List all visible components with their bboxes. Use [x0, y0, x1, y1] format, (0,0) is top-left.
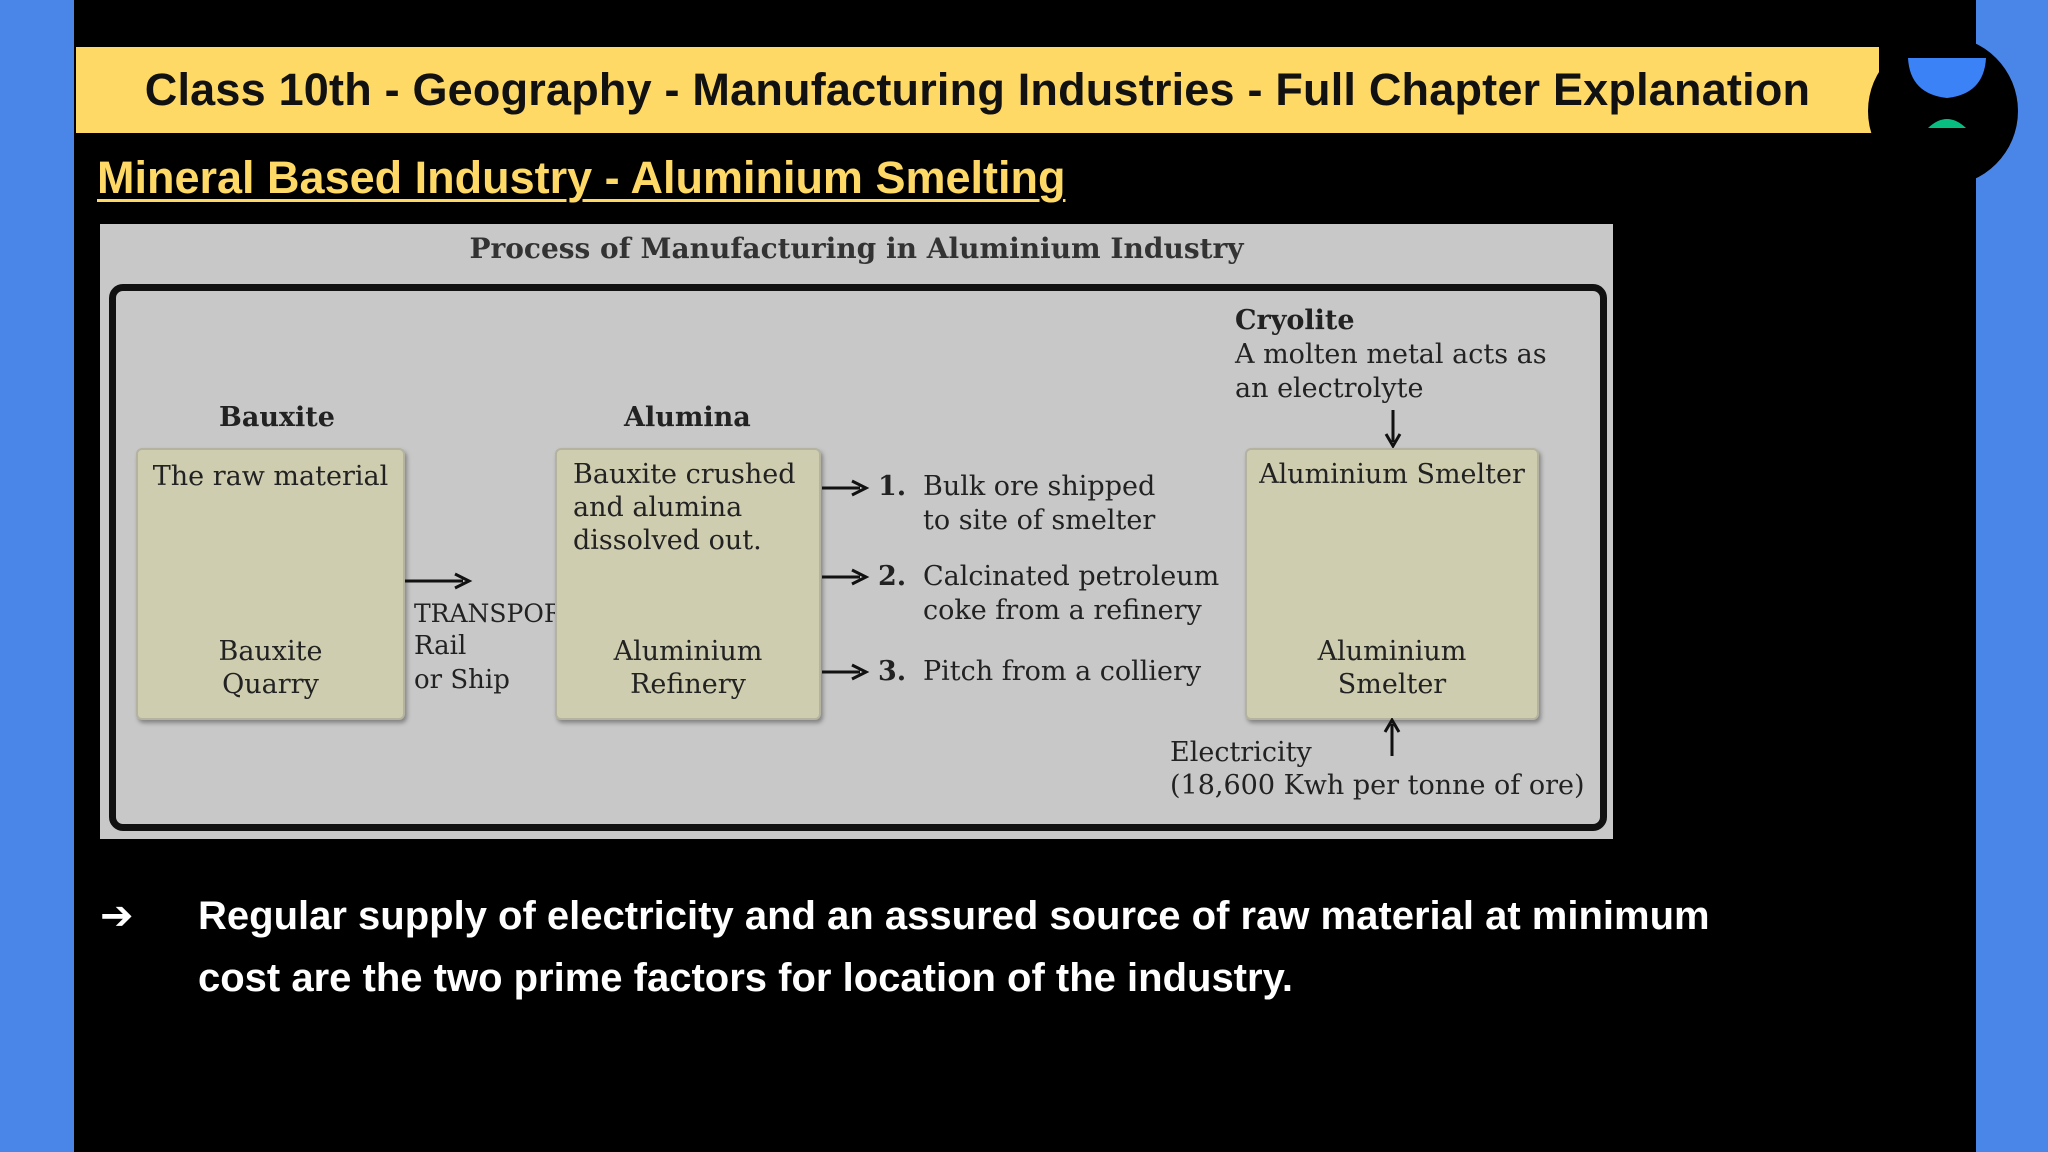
cryolite-arrow: [1384, 410, 1402, 448]
cryolite-line-1: A molten metal acts as: [1235, 339, 1547, 370]
input-2-arrow: [822, 568, 870, 586]
alumina-box-top-3: dissolved out.: [573, 525, 762, 556]
logo-icon: [1908, 58, 1986, 128]
section-title: Mineral Based Industry - Aluminium Smelt…: [97, 152, 1066, 203]
brand-logo: [1868, 36, 2018, 186]
diagram-frame: [109, 284, 1607, 831]
alumina-box-top-2: and alumina: [573, 492, 743, 523]
electricity-detail: (18,600 Kwh per tonne of ore): [1170, 770, 1585, 801]
alumina-box-top-1: Bauxite crushed: [573, 459, 796, 490]
cryolite-line-2: an electrolyte: [1235, 373, 1424, 404]
bauxite-heading: Bauxite: [219, 402, 335, 433]
input-3-arrow: [822, 663, 870, 681]
bullet-point: ➔ Regular supply of electricity and an a…: [100, 885, 1720, 1009]
bullet-text: Regular supply of electricity and an ass…: [198, 894, 1710, 1000]
diagram-title: Process of Manufacturing in Aluminium In…: [469, 232, 1244, 265]
arrow-right-icon: ➔: [100, 893, 134, 939]
header-title: Class 10th - Geography - Manufacturing I…: [144, 64, 1811, 115]
transport-rail: Rail: [414, 631, 467, 661]
aluminium-refinery-box: Bauxite crushed and alumina dissolved ou…: [555, 448, 821, 720]
input-2-line-1: Calcinated petroleum: [923, 561, 1220, 592]
alumina-heading: Alumina: [624, 402, 751, 433]
header-bar: Class 10th - Geography - Manufacturing I…: [76, 47, 1879, 133]
transport-label: TRANSPORT: [414, 599, 579, 628]
process-diagram: Process of Manufacturing in Aluminium In…: [100, 224, 1613, 839]
smelter-box-top: Aluminium Smelter: [1259, 459, 1525, 490]
input-1-line-2: to site of smelter: [923, 505, 1156, 536]
electricity-arrow: [1383, 718, 1401, 756]
bauxite-box-bottom-1: Bauxite: [218, 636, 323, 667]
smelter-box-bottom-1: Aluminium: [1317, 636, 1467, 667]
bauxite-quarry-box: The raw material Bauxite Quarry: [136, 448, 405, 720]
input-1-number: 1.: [878, 471, 907, 502]
input-3-number: 3.: [878, 656, 907, 687]
input-1-arrow: [822, 479, 870, 497]
input-2-number: 2.: [878, 561, 907, 592]
transport-arrow: [405, 572, 473, 590]
aluminium-smelter-box: Aluminium Smelter Aluminium Smelter: [1245, 448, 1539, 720]
input-3-line-1: Pitch from a colliery: [923, 656, 1202, 687]
refinery-box-bottom-2: Refinery: [630, 669, 746, 700]
bauxite-box-bottom-2: Quarry: [222, 669, 319, 700]
transport-ship: or Ship: [414, 665, 510, 695]
input-2-line-2: coke from a refinery: [923, 595, 1202, 626]
electricity-label: Electricity: [1170, 737, 1312, 768]
cryolite-heading: Cryolite: [1235, 305, 1355, 336]
refinery-box-bottom-1: Aluminium: [613, 636, 763, 667]
bauxite-box-top: The raw material: [152, 461, 389, 492]
smelter-box-bottom-2: Smelter: [1337, 669, 1447, 700]
input-1-line-1: Bulk ore shipped: [923, 471, 1156, 502]
